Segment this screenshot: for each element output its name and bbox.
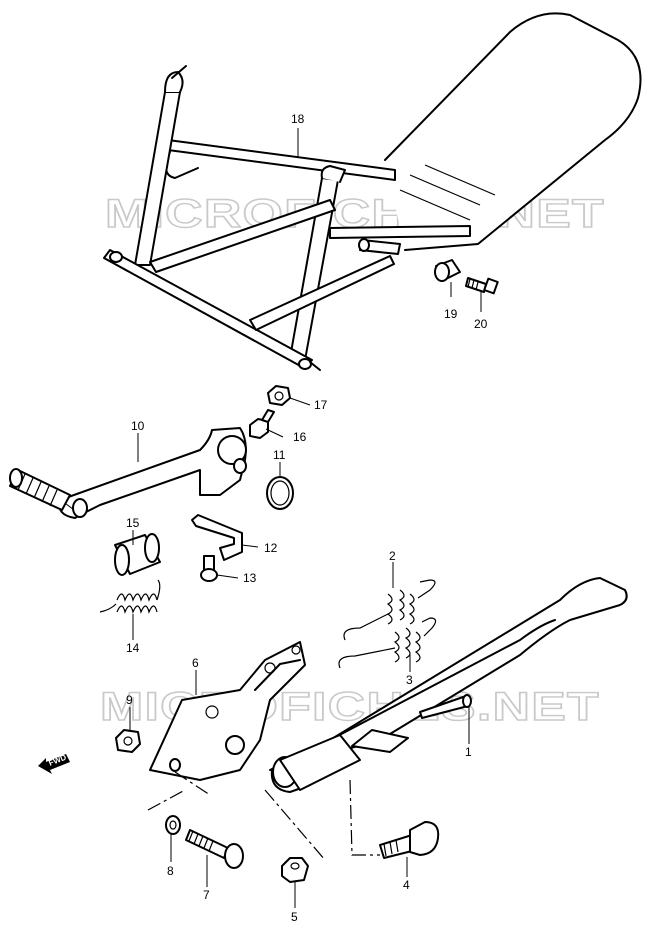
callout-2: 2 xyxy=(389,549,396,563)
bolt-4 xyxy=(379,821,440,859)
callout-18: 18 xyxy=(291,112,305,126)
lever-10 xyxy=(9,427,247,519)
callout-15: 15 xyxy=(126,516,140,530)
bolt-7 xyxy=(185,829,244,869)
bracket-12 xyxy=(191,514,243,561)
callout-1: 1 xyxy=(465,745,472,759)
callout-10: 10 xyxy=(131,419,145,433)
bracket-6 xyxy=(149,641,306,781)
callout-5: 5 xyxy=(291,910,298,924)
assembly-line-right xyxy=(264,779,380,861)
callout-14: 14 xyxy=(126,641,140,655)
callout-7: 7 xyxy=(203,888,210,902)
collar-15 xyxy=(114,533,161,576)
callout-13: 13 xyxy=(243,571,257,585)
assembly-line-left xyxy=(147,771,211,811)
screw-13 xyxy=(200,555,218,582)
bolt-16 xyxy=(249,409,275,439)
leader-lines xyxy=(129,128,482,908)
callout-3: 3 xyxy=(406,673,413,687)
cushion-19 xyxy=(434,259,461,282)
callout-16: 16 xyxy=(293,430,307,444)
callout-6: 6 xyxy=(192,656,199,670)
callout-12: 12 xyxy=(264,541,278,555)
bolt-20 xyxy=(465,277,499,295)
center-stand-frame xyxy=(103,12,642,371)
callout-labels: 18 19 20 17 16 10 11 12 13 15 14 2 3 1 6… xyxy=(126,112,488,924)
nut-17 xyxy=(267,385,291,406)
nut-5 xyxy=(281,857,309,883)
side-stand-1 xyxy=(269,577,628,793)
callout-8: 8 xyxy=(167,864,174,878)
callout-20: 20 xyxy=(474,317,488,331)
spring-14 xyxy=(99,579,161,614)
callout-4: 4 xyxy=(403,878,410,892)
callout-11: 11 xyxy=(273,448,286,462)
washer-8 xyxy=(165,815,181,835)
callout-17: 17 xyxy=(314,398,328,412)
fwd-arrow-icon: FWD xyxy=(38,753,70,774)
spring-2 xyxy=(343,579,436,641)
nut-9 xyxy=(115,729,141,753)
spring-3 xyxy=(338,617,437,669)
callout-19: 19 xyxy=(444,307,458,321)
callout-9: 9 xyxy=(126,693,133,707)
